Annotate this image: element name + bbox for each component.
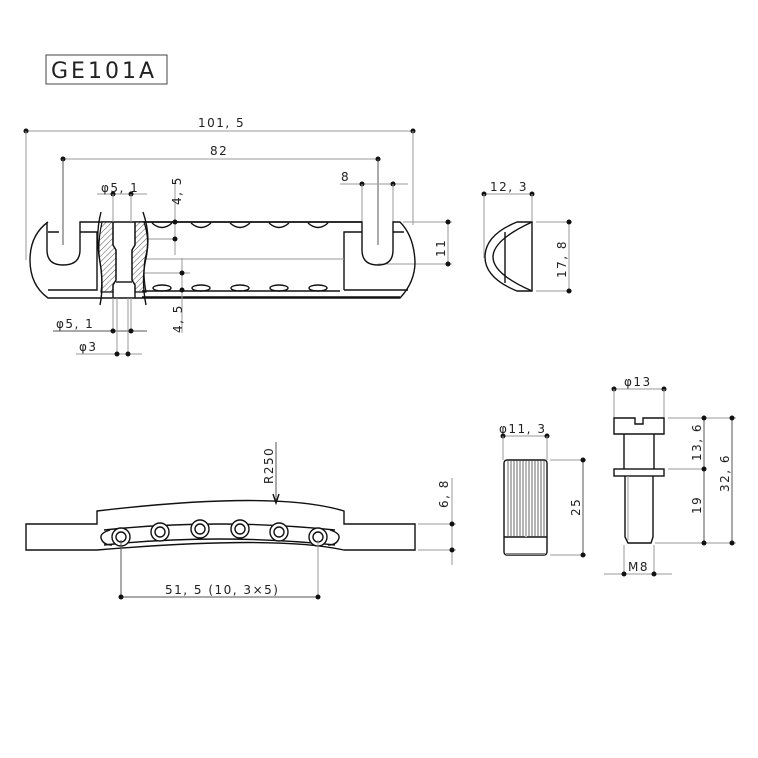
dim-stud-head-height: 13, 6 (690, 423, 704, 461)
dim-anchor-dia: φ11, 3 (499, 422, 546, 436)
string-slots-bottom (142, 284, 340, 292)
string-holes (111, 519, 328, 547)
model-title-text: GE101A (51, 59, 157, 84)
dim-hole-through-dia: φ3 (79, 340, 98, 354)
dim-hole-bottom-offset: 4, 5 (171, 304, 185, 333)
dim-radius: R250 (262, 447, 276, 484)
dim-hole-top-dia: φ5, 1 (101, 181, 139, 195)
dim-stud-thread-size: M8 (628, 560, 649, 574)
end-view: 12, 3 17, 8 (481, 180, 572, 294)
model-title: GE101A (45, 54, 168, 85)
dim-stud-head-dia: φ13 (624, 375, 652, 389)
stud-anchor: φ11, 3 25 (499, 422, 586, 558)
dim-end-width: 12, 3 (490, 180, 528, 194)
dim-anchor-length: 25 (569, 498, 583, 516)
dim-hole-bottom-dia: φ5, 1 (56, 317, 94, 331)
stud: φ13 13, 6 19 32, 6 M8 (604, 375, 736, 577)
dim-post-spacing: 82 (210, 144, 228, 158)
dim-slot-depth: 11 (434, 239, 448, 257)
dim-stud-total-length: 32, 6 (718, 454, 732, 492)
front-view: R250 51, 5 (10, 3×5) 6, 8 (25, 442, 456, 600)
dim-stud-thread-length: 19 (690, 496, 704, 514)
dim-hole-top-offset: 4, 5 (170, 176, 184, 205)
top-view: 101, 5 82 8 11 (23, 116, 452, 357)
dim-thickness: 6, 8 (437, 479, 451, 508)
dim-overall-length: 101, 5 (198, 116, 245, 130)
dim-string-spacing: 51, 5 (10, 3×5) (165, 583, 279, 597)
string-slots-top (151, 222, 329, 229)
dim-end-height: 17, 8 (555, 240, 569, 278)
dim-slot-width: 8 (341, 170, 350, 184)
